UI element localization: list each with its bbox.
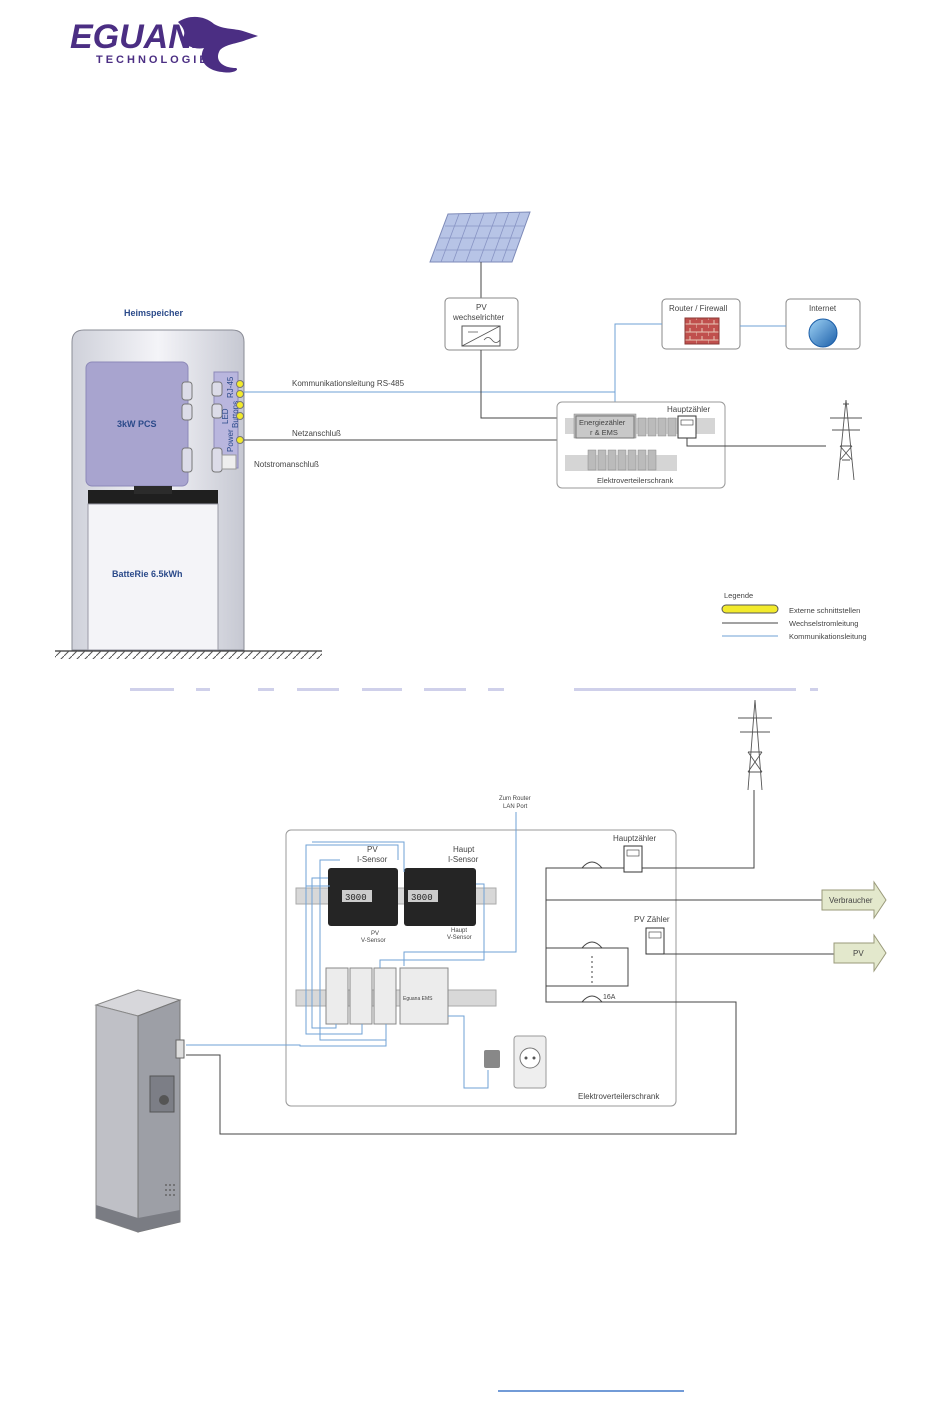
- side-label-rj45: RJ-45: [226, 376, 235, 398]
- router-note-line2: LAN Port: [503, 804, 528, 810]
- router-note-line1: Zum Router: [499, 796, 531, 802]
- unit-title: Heimspeicher: [124, 308, 184, 318]
- port-rj45-2: [236, 390, 244, 398]
- pv-inverter-line2: wechselrichter: [452, 313, 504, 322]
- grid-line-label: Netzanschluß: [292, 429, 341, 438]
- side-label-led: LED: [221, 408, 230, 424]
- battery-label: BatteRie 6.5kWh: [112, 569, 183, 579]
- pv-i-sensor-line1: PV: [367, 845, 378, 854]
- globe-icon: [808, 318, 838, 348]
- power-pylon-icon-bottom: [738, 699, 772, 791]
- legend-swatch-external: [721, 604, 779, 614]
- pv-inverter-line1: PV: [476, 303, 487, 312]
- legend-item-external: Externe schnittstellen: [789, 606, 860, 615]
- consumer-arrow-label: Verbraucher: [829, 896, 873, 905]
- emergency-line-label: Notstromanschluß: [254, 460, 319, 469]
- pv-inverter: PV wechselrichter: [444, 297, 519, 351]
- port-button: [236, 412, 244, 420]
- port-rj45-1: [236, 380, 244, 388]
- legend-item-ac: Wechselstromleitung: [789, 619, 858, 628]
- pv-v-sensor-line2: V-Sensor: [361, 938, 386, 944]
- power-pylon-icon-top: [830, 399, 862, 481]
- ems-label-line2: r & EMS: [590, 428, 618, 437]
- wall-socket-icon: [513, 1035, 547, 1089]
- consumer-arrow: Verbraucher: [821, 880, 887, 920]
- solar-panel-icon: [429, 211, 531, 298]
- logo-subtitle: TECHNOLOGIES: [96, 54, 220, 66]
- pv-arrow: PV: [833, 933, 887, 973]
- side-label-buttons: Buttons: [231, 401, 240, 428]
- main-v-sensor-line1: Haupt: [451, 928, 467, 934]
- cabinet-label-top: Elektroverteilerschrank: [597, 476, 674, 485]
- router-label: Router / Firewall: [669, 304, 727, 313]
- legend: Legende Externe schnittstellen Wechselst…: [721, 591, 867, 641]
- pcs-label: 3kW PCS: [117, 419, 157, 429]
- pv-meter-label: PV Zähler: [634, 915, 670, 924]
- din-modules: [325, 967, 449, 1025]
- ems-module-label: Eguana EMS: [403, 996, 433, 1002]
- storage-unit: Heimspeicher 3kW PCS RJ-45 LED Buttons P…: [55, 308, 322, 659]
- firewall-icon: [684, 317, 720, 345]
- main-meter-label-top: Hauptzähler: [667, 405, 710, 414]
- port-led: [236, 401, 244, 409]
- power-adapter-icon: [484, 1050, 500, 1068]
- main-meter-label-bottom: Hauptzähler: [613, 834, 656, 843]
- main-sensor-display: 3000: [411, 893, 433, 903]
- main-i-sensor-line2: I-Sensor: [448, 855, 479, 864]
- cabinet-label-bottom: Elektroverteilerschrank: [578, 1092, 660, 1101]
- section-divider: [130, 688, 818, 691]
- legend-item-comm: Kommunikationsleitung: [789, 632, 867, 641]
- side-label-power: Power: [226, 429, 235, 452]
- distribution-cabinet-top: Energiezähler r & EMS Hauptzähler Elektr…: [556, 401, 726, 489]
- pv-v-sensor-line1: PV: [371, 931, 379, 937]
- pv-sensor: PV I-Sensor 3000 PV V-Sensor: [328, 845, 398, 944]
- pv-i-sensor-line2: I-Sensor: [357, 855, 388, 864]
- internet-label: Internet: [809, 304, 837, 313]
- main-v-sensor-line2: V-Sensor: [447, 935, 472, 941]
- pv-sensor-display: 3000: [345, 893, 367, 903]
- main-meter-icon-top: [677, 415, 697, 439]
- router-firewall: Router / Firewall: [661, 298, 741, 350]
- port-power: [236, 436, 244, 444]
- main-sensor: Haupt I-Sensor 3000 Haupt V-Sensor: [404, 845, 479, 941]
- comm-line-label: Kommunikationsleitung RS-485: [292, 379, 405, 388]
- lizard-icon: [178, 16, 258, 73]
- legend-title: Legende: [724, 591, 753, 600]
- storage-unit-bottom: [94, 989, 185, 1233]
- main-i-sensor-line1: Haupt: [453, 845, 475, 854]
- eguana-logo: EGUANA TECHNOLOGIES: [70, 16, 258, 73]
- internet: Internet: [785, 298, 861, 350]
- fuse-label: 16A: [603, 994, 616, 1001]
- pv-arrow-label: PV: [853, 949, 864, 958]
- ems-label-line1: Energiezähler: [579, 418, 626, 427]
